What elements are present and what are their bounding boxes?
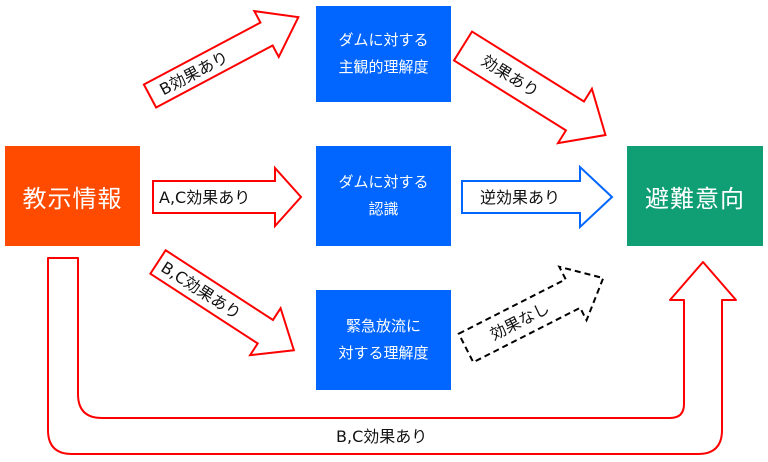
arrow-source-to-target-direct xyxy=(47,257,737,455)
arrow-source-to-top: B効果あり xyxy=(142,9,300,109)
arrow-source-to-middle: A,C効果あり xyxy=(152,165,303,229)
label-middle-to-target: 逆効果あり xyxy=(480,188,560,207)
arrow-middle-to-target: 逆効果あり xyxy=(461,164,614,230)
arrow-bottom-to-target: 効果なし xyxy=(457,265,605,364)
label-source-to-middle: A,C効果あり xyxy=(159,188,250,207)
arrow-top-to-target: 効果あり xyxy=(452,30,607,145)
node-middle-mediator: ダムに対する 認識 xyxy=(316,146,451,246)
arrow-source-to-bottom: B,C効果あり xyxy=(148,248,296,357)
node-target: 避難意向 xyxy=(627,146,763,246)
label-source-to-target-direct: B,C効果あり xyxy=(336,427,427,446)
node-source: 教示情報 xyxy=(5,146,140,246)
node-bottom-mediator: 緊急放流に 対する理解度 xyxy=(316,290,451,390)
node-top-mediator: ダムに対する 主観的理解度 xyxy=(316,6,451,102)
label-source-to-bottom: B,C効果あり xyxy=(158,258,245,324)
